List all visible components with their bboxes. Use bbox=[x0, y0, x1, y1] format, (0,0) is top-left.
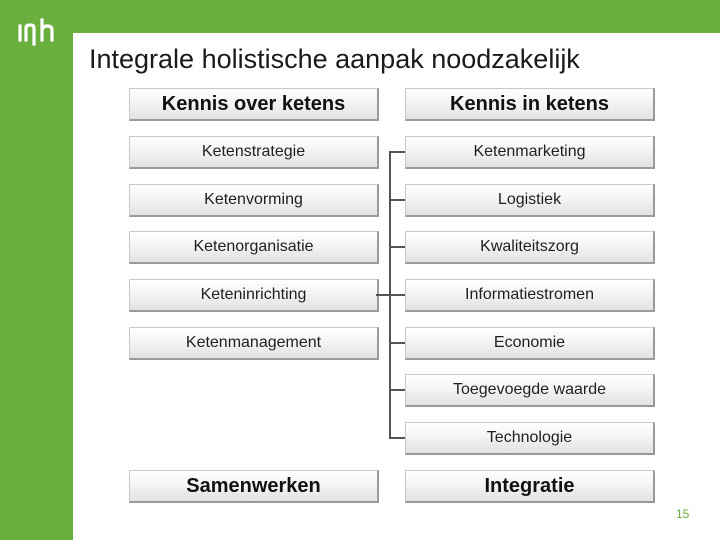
connector-tick bbox=[389, 389, 405, 391]
right-item-logistiek: Logistiek bbox=[405, 184, 655, 217]
left-item-ketenorganisatie: Ketenorganisatie bbox=[129, 231, 379, 264]
connector-tick bbox=[389, 199, 405, 201]
left-item-keteninrichting: Keteninrichting bbox=[129, 279, 379, 312]
left-item-ketenvorming: Ketenvorming bbox=[129, 184, 379, 217]
right-item-technologie: Technologie bbox=[405, 422, 655, 455]
right-column-header: Kennis in ketens bbox=[405, 88, 655, 121]
left-item-ketenstrategie: Ketenstrategie bbox=[129, 136, 379, 169]
left-column-header: Kennis over ketens bbox=[129, 88, 379, 121]
connector-tick bbox=[389, 437, 405, 439]
left-column-footer: Samenwerken bbox=[129, 470, 379, 503]
page-number: 15 bbox=[676, 507, 690, 521]
left-green-band bbox=[0, 0, 73, 540]
top-green-band bbox=[0, 0, 720, 33]
connector-tick bbox=[389, 246, 405, 248]
connector-tick bbox=[389, 342, 405, 344]
slide-title: Integrale holistische aanpak noodzakelij… bbox=[89, 44, 580, 74]
right-item-kwaliteitszorg: Kwaliteitszorg bbox=[405, 231, 655, 264]
right-column-footer: Integratie bbox=[405, 470, 655, 503]
right-item-informatiestromen: Informatiestromen bbox=[405, 279, 655, 312]
right-item-ketenmarketing: Ketenmarketing bbox=[405, 136, 655, 169]
left-item-ketenmanagement: Ketenmanagement bbox=[129, 327, 379, 360]
right-item-economie: Economie bbox=[405, 327, 655, 360]
connector-tick bbox=[389, 151, 405, 153]
inh-logo-icon bbox=[18, 18, 54, 46]
right-item-toegevoegde-waarde: Toegevoegde waarde bbox=[405, 374, 655, 407]
connector-tick-center bbox=[376, 294, 405, 296]
